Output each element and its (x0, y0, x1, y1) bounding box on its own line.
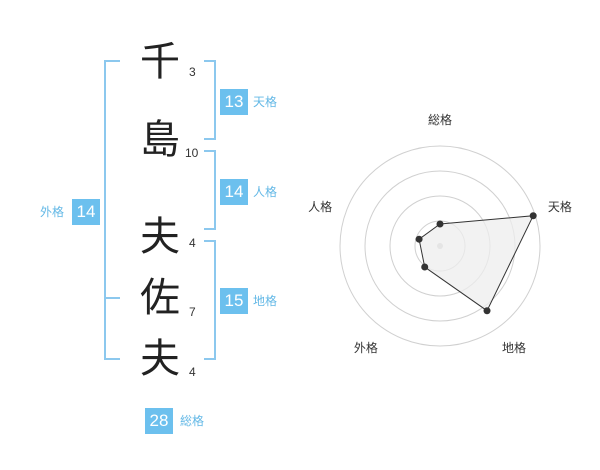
name-char-3: 夫 (140, 214, 180, 260)
stroke-count-2: 10 (185, 146, 199, 160)
radar-point-1 (436, 220, 444, 228)
radar-polygon (418, 215, 535, 312)
radar-point-2 (529, 212, 537, 220)
chikaku-value-badge: 15 (220, 288, 248, 314)
soukaku-label: 総格 (180, 414, 205, 428)
tenkaku-value-badge: 13 (220, 89, 248, 115)
soukaku-value-badge: 28 (145, 408, 173, 434)
name-char-5: 夫 (140, 336, 180, 382)
radar-point-5 (415, 235, 423, 243)
radar-point-3 (483, 307, 491, 315)
radar-axis-label-3: 地格 (502, 340, 526, 355)
gaikaku-value-badge: 14 (72, 199, 100, 225)
tenkaku-label: 天格 (253, 95, 278, 109)
stroke-count-3: 4 (189, 236, 196, 250)
radar-axis-label-5: 人格 (308, 199, 332, 214)
radar-shape (415, 212, 537, 315)
radar-axis-label-1: 総格 (428, 112, 452, 127)
stroke-count-1: 3 (189, 65, 196, 79)
jinkaku-bracket (204, 150, 216, 230)
jinkaku-value-badge: 14 (220, 179, 248, 205)
radar-ring (339, 145, 541, 347)
chikaku-bracket (204, 240, 216, 360)
gaikaku-bracket (104, 60, 120, 360)
name-char-2: 島 (140, 117, 180, 163)
stroke-count-5: 4 (189, 365, 196, 379)
gaikaku-label: 外格 (40, 205, 65, 219)
jinkaku-label: 人格 (253, 185, 278, 199)
radar-axis-label-4: 外格 (354, 340, 378, 355)
name-char-1: 千 (140, 39, 180, 85)
gaikaku-bracket-tick (104, 297, 120, 299)
tenkaku-bracket (204, 60, 216, 140)
radar-point-4 (421, 263, 429, 271)
name-char-4: 佐 (140, 275, 180, 321)
stroke-count-4: 7 (189, 305, 196, 319)
chikaku-label: 地格 (253, 294, 278, 308)
radar-axis-label-2: 天格 (548, 199, 572, 214)
